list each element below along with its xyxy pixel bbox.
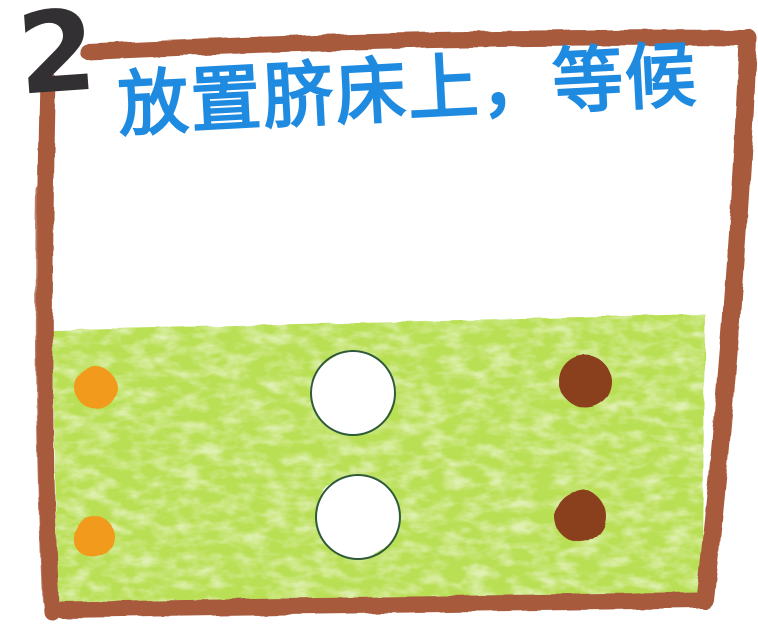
brown-frame	[35, 29, 757, 620]
white-dot-top-center	[310, 350, 396, 436]
step-number: 2	[13, 0, 101, 121]
brown-dot-top-right	[559, 355, 611, 407]
orange-dot-bottom-left	[73, 516, 115, 558]
brown-dot-bottom-right	[554, 490, 606, 542]
grass-area	[52, 314, 705, 605]
white-dot-bottom-center	[315, 474, 401, 560]
orange-dot-top-left	[75, 367, 117, 409]
